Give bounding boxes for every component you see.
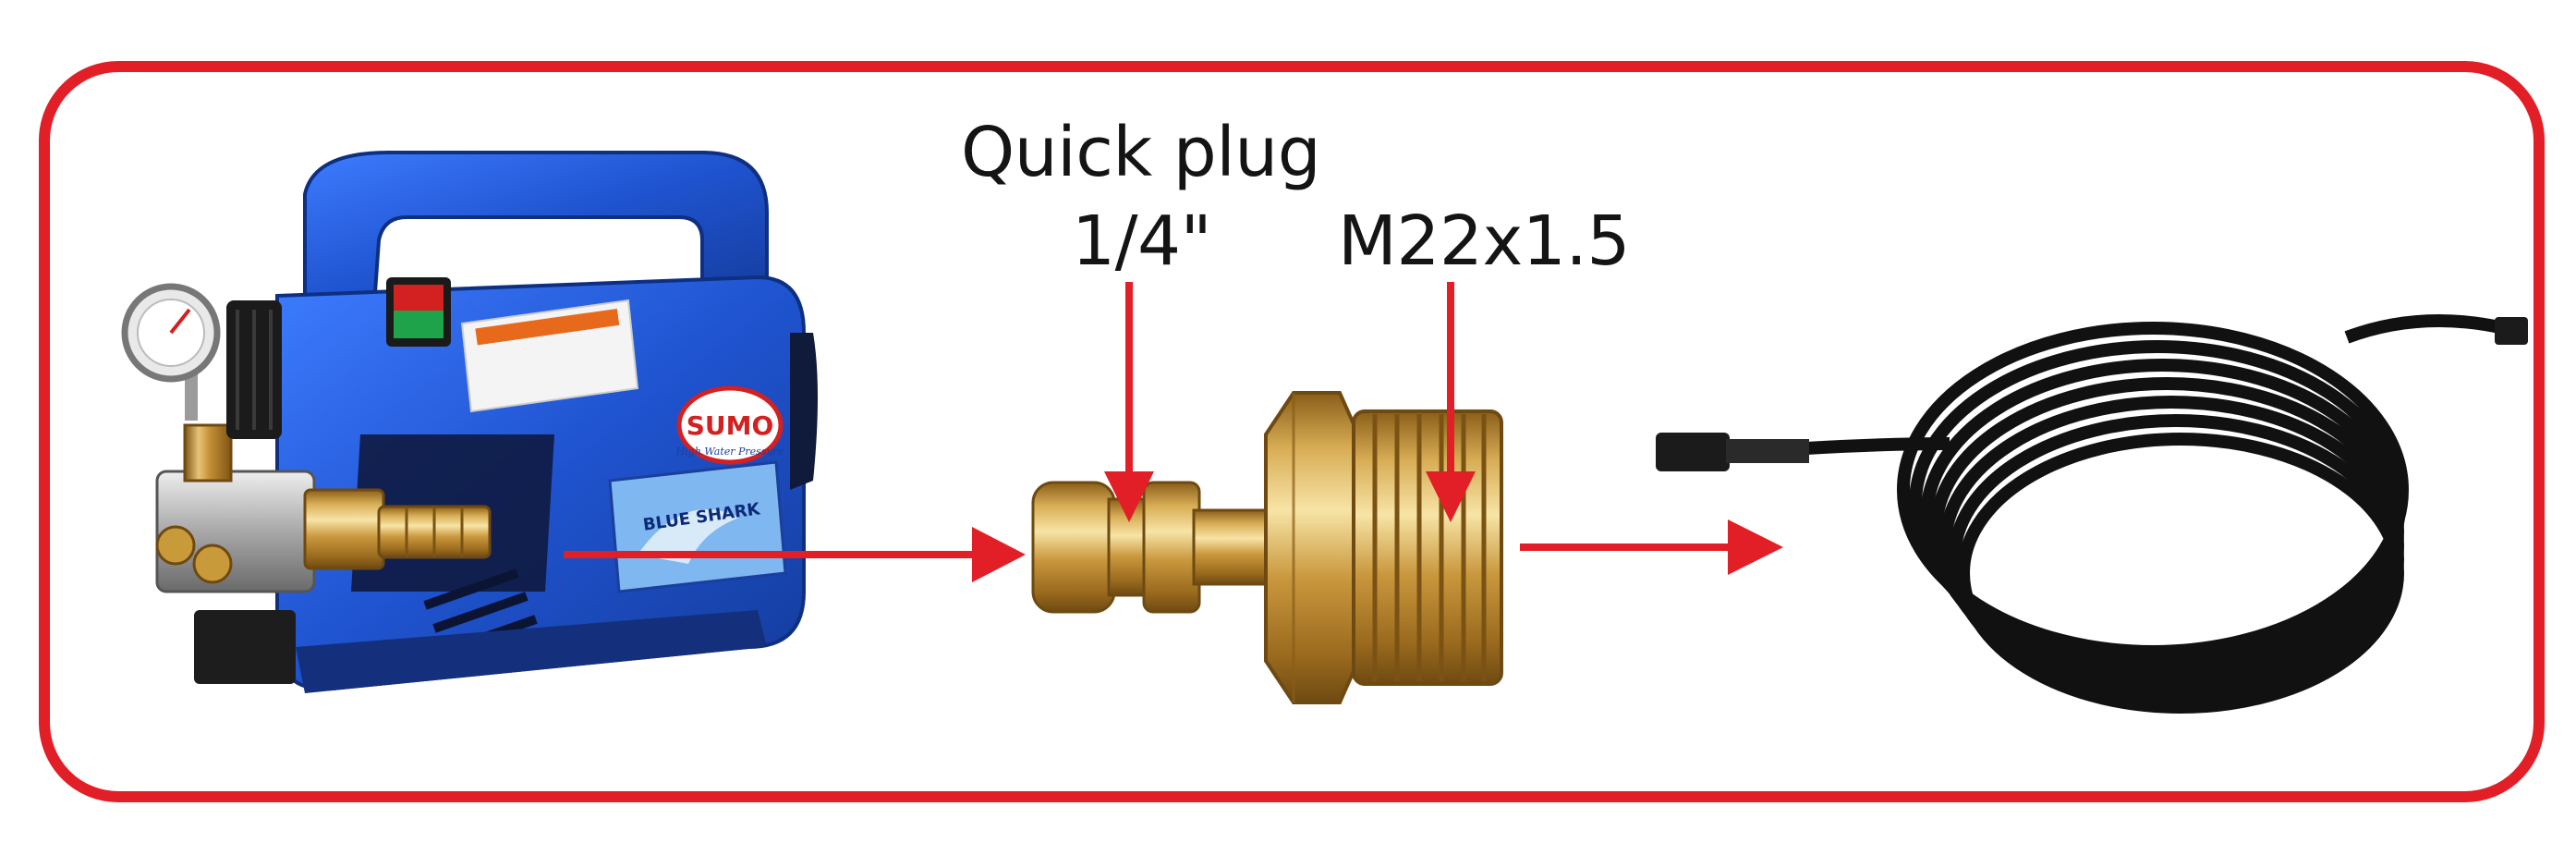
arrow-head-icon [972,527,1026,582]
thread-size-label: M22x1.5 [1338,202,1631,281]
arrow-to-hose-head-icon [1728,519,1783,575]
quick-plug-size-label: 1/4" [1072,202,1212,281]
hose-start-fitting [1656,433,1730,471]
red-frame [39,61,2545,802]
quick-plug-pointer-head-icon [1104,471,1154,522]
pump-brand-text: SUMO [687,410,774,441]
thread-pointer-head-icon [1426,471,1476,522]
quick-plug-label: Quick plug [961,113,1321,192]
hose-ferrule [1726,439,1809,463]
hose-coil-image [1805,314,2506,714]
hose-end-fitting [2495,317,2528,345]
brass-adapter-image [1031,391,1503,704]
pump-tagline-text: High Water Pressure [675,446,784,458]
pressure-washer-image: SUMO High Water Pressure BLUE SHARK [121,151,818,693]
